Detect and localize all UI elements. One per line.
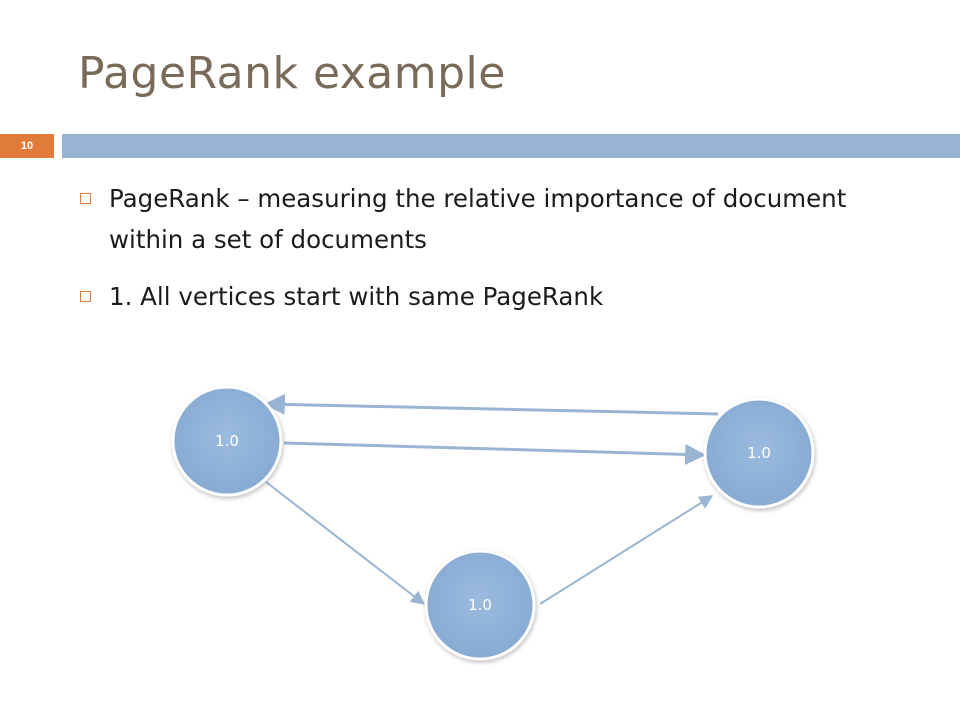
node-label: 1.0 [215,432,239,450]
bullet-text: PageRank – measuring the relative import… [109,184,847,254]
slide-number-box [0,134,54,158]
graph-node: 1.0 [424,549,536,661]
node-label: 1.0 [468,596,492,614]
edge-bottom-to-right [539,495,714,605]
bullet-item: PageRank – measuring the relative import… [78,178,898,260]
node-label: 1.0 [747,444,771,462]
edge-left-to-bottom [265,481,426,605]
square-bullet-icon [80,291,91,302]
bullet-item: 1. All vertices start with same PageRank [78,276,898,317]
header-bar [62,134,960,158]
edge-left-to-right [283,441,707,465]
bullet-text: 1. All vertices start with same PageRank [109,282,604,311]
slide-title: PageRank example [78,48,506,99]
square-bullet-icon [80,193,91,204]
edge-right-to-left [263,393,719,416]
graph-node: 1.0 [171,385,283,497]
slide-number: 10 [20,140,34,152]
bullet-list: PageRank – measuring the relative import… [78,178,898,333]
graph-node: 1.0 [703,397,815,509]
